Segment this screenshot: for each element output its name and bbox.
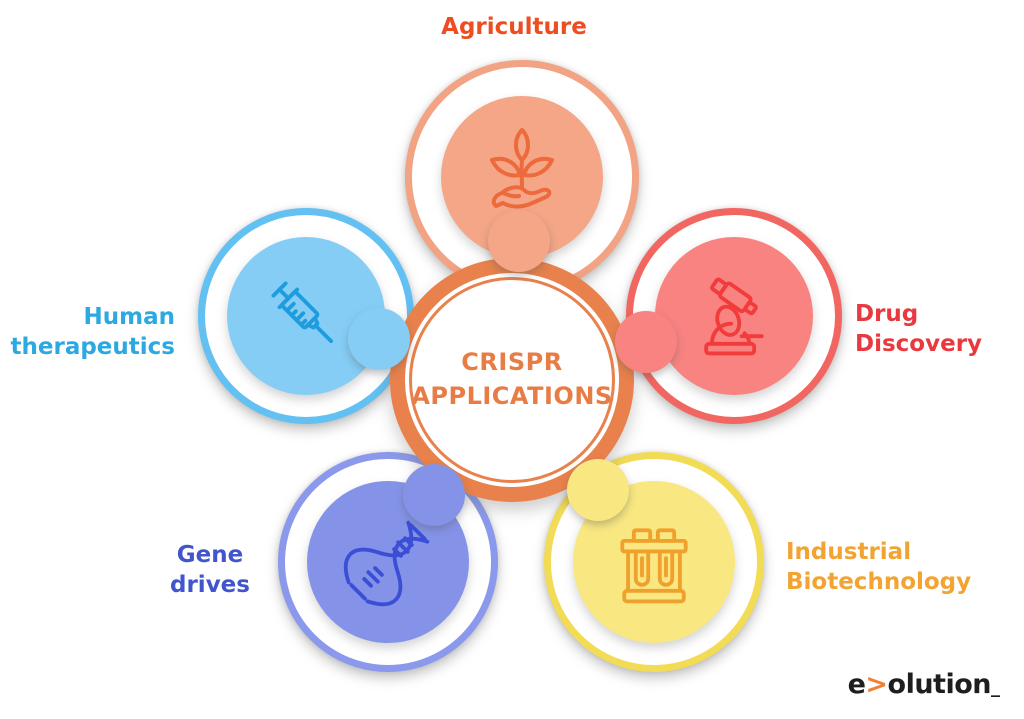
syringe-icon xyxy=(258,268,354,364)
evolution-logo-arrow-icon: > xyxy=(865,669,888,700)
plant-in-hand-icon xyxy=(472,127,572,227)
connector-tab-human-therapeutics xyxy=(348,308,410,370)
connector-tab-agriculture xyxy=(488,210,550,272)
evolution-logo-mark: _ xyxy=(991,677,1000,698)
label-gene-drives: Gene drives xyxy=(170,542,250,598)
label-agriculture: Agriculture xyxy=(441,14,587,40)
evolution-logo-part1: e xyxy=(847,669,866,700)
microscope-icon xyxy=(686,268,782,364)
connector-tab-gene-drives xyxy=(403,464,465,526)
label-human-therapeutics: Human therapeutics xyxy=(10,304,175,360)
label-drug-discovery: Drug Discovery xyxy=(855,301,983,357)
connector-tab-drug-discovery xyxy=(615,311,677,373)
circle-drug-discovery-fill xyxy=(655,237,813,395)
evolution-logo-part2: olution xyxy=(887,669,992,700)
evolution-logo: e>olution_ xyxy=(848,669,1000,700)
label-industrial-biotechnology: Industrial Biotechnology xyxy=(786,539,972,595)
connector-tab-industrial-biotechnology xyxy=(567,459,629,521)
test-tubes-icon xyxy=(606,514,702,610)
center-inner-ring xyxy=(409,277,615,483)
dna-helix-icon xyxy=(340,514,436,610)
